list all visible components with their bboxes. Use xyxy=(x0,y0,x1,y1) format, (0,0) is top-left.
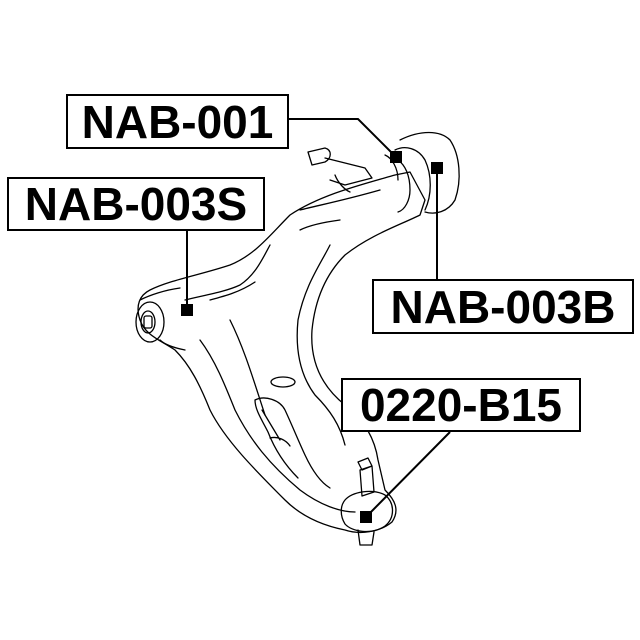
callout-nab-001: NAB-001 xyxy=(66,94,289,149)
marker-nab-003s xyxy=(181,304,193,316)
front-bushing-eye xyxy=(135,301,165,343)
rear-bushing-housing xyxy=(399,131,460,214)
leader-nab-001 xyxy=(289,118,397,158)
leader-0220-b15 xyxy=(365,431,451,518)
callout-nab-001-text: NAB-001 xyxy=(81,95,274,148)
callout-nab-003b-text: NAB-003B xyxy=(390,280,616,333)
arm-outline xyxy=(137,171,426,533)
callout-0220-b15-text: 0220-B15 xyxy=(359,379,563,431)
arm-slot xyxy=(254,397,331,489)
arm-ridge xyxy=(209,219,341,416)
front-bushing-core xyxy=(143,315,153,329)
arm-inner-contour xyxy=(184,189,381,513)
ball-joint-stud xyxy=(357,457,375,497)
callout-nab-003s-text: NAB-003S xyxy=(24,178,248,230)
mount-bracket xyxy=(307,147,373,186)
marker-nab-003b xyxy=(431,162,443,174)
callout-nab-003b: NAB-003B xyxy=(372,279,634,334)
marker-0220-b15 xyxy=(360,511,372,523)
callout-nab-003s: NAB-003S xyxy=(7,177,265,231)
marker-nab-001 xyxy=(390,151,402,163)
front-bushing-inner xyxy=(140,310,156,334)
ball-joint-body xyxy=(340,490,394,533)
lightening-hole xyxy=(270,376,296,388)
callout-0220-b15: 0220-B15 xyxy=(341,378,581,432)
